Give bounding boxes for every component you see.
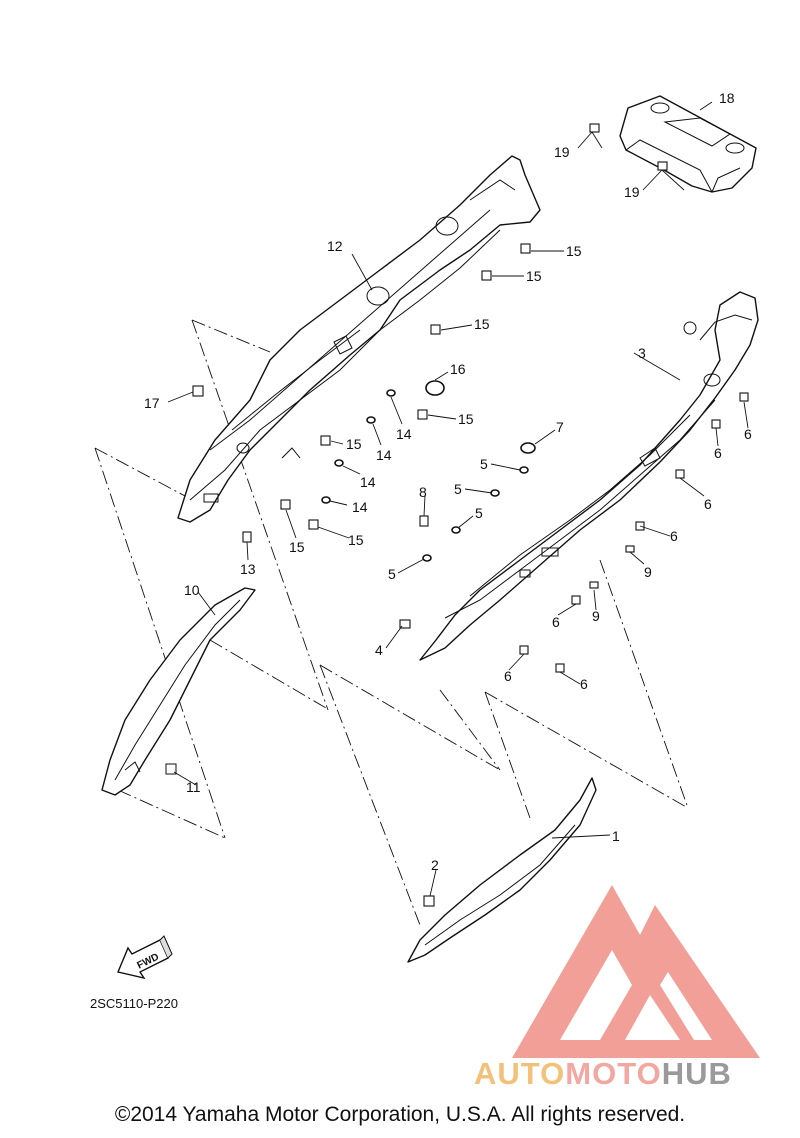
part-10-small-cover [101,587,256,796]
callout-17: 17 [144,395,160,411]
callout-6-d: 6 [670,528,678,544]
fasteners [192,243,749,673]
callout-5-c: 5 [475,505,483,521]
watermark-hub: HUB [661,1056,732,1091]
callout-19-upper: 19 [554,144,570,160]
callout-6-e: 6 [552,614,560,630]
part-1-lower-cover [407,777,597,963]
callout-19-lower: 19 [624,184,640,200]
callout-3: 3 [638,345,646,361]
callout-15-c: 15 [474,316,490,332]
callout-5-d: 5 [388,566,396,582]
callout-6-b: 6 [714,445,722,461]
part-18-bracket [619,95,757,193]
callout-10: 10 [184,582,200,598]
callout-6-g: 6 [580,676,588,692]
callout-7: 7 [556,419,564,435]
callout-15-b: 15 [526,268,542,284]
watermark-auto: AUTO [474,1056,566,1091]
callout-9-a: 9 [644,564,652,580]
callout-14-a: 14 [396,426,412,442]
callout-11: 11 [186,779,201,795]
callout-numbers: 18 19 19 15 15 15 12 16 15 17 14 15 14 1… [144,90,752,873]
callout-12: 12 [327,238,343,254]
callout-5-a: 5 [480,456,488,472]
callout-2: 2 [431,857,439,873]
automotohub-logo [512,885,760,1058]
callout-9-b: 9 [592,608,600,624]
fwd-arrow-icon: FWD [117,935,173,980]
callout-14-b: 14 [376,447,392,463]
part-3-side-cover [419,291,759,661]
phantom-lines [94,319,689,926]
callout-15-d: 15 [458,411,474,427]
part-12-rear-cover [177,155,541,523]
callout-15-g: 15 [348,532,364,548]
callout-6-c: 6 [704,496,712,512]
diagram-code: 2SC5110-P220 [90,996,178,1011]
watermark-moto: MOTO [565,1056,662,1091]
callout-6-f: 6 [504,668,512,684]
callout-16: 16 [450,361,466,377]
callout-15-e: 15 [346,436,362,452]
callout-14-d: 14 [352,499,368,515]
copyright-notice: ©2014 Yamaha Motor Corporation, U.S.A. A… [114,1103,686,1126]
callout-13: 13 [240,561,256,577]
callout-1: 1 [612,828,620,844]
callout-5-b: 5 [454,481,462,497]
callout-6-a: 6 [744,426,752,442]
leader-lines [167,101,749,897]
callout-8: 8 [419,484,427,500]
callout-15-f: 15 [289,539,305,555]
callout-4: 4 [375,642,383,658]
callout-18: 18 [719,90,735,106]
watermark-text: AUTOMOTOHUB [474,1056,732,1092]
callout-15-a: 15 [566,243,582,259]
callout-14-c: 14 [360,474,376,490]
